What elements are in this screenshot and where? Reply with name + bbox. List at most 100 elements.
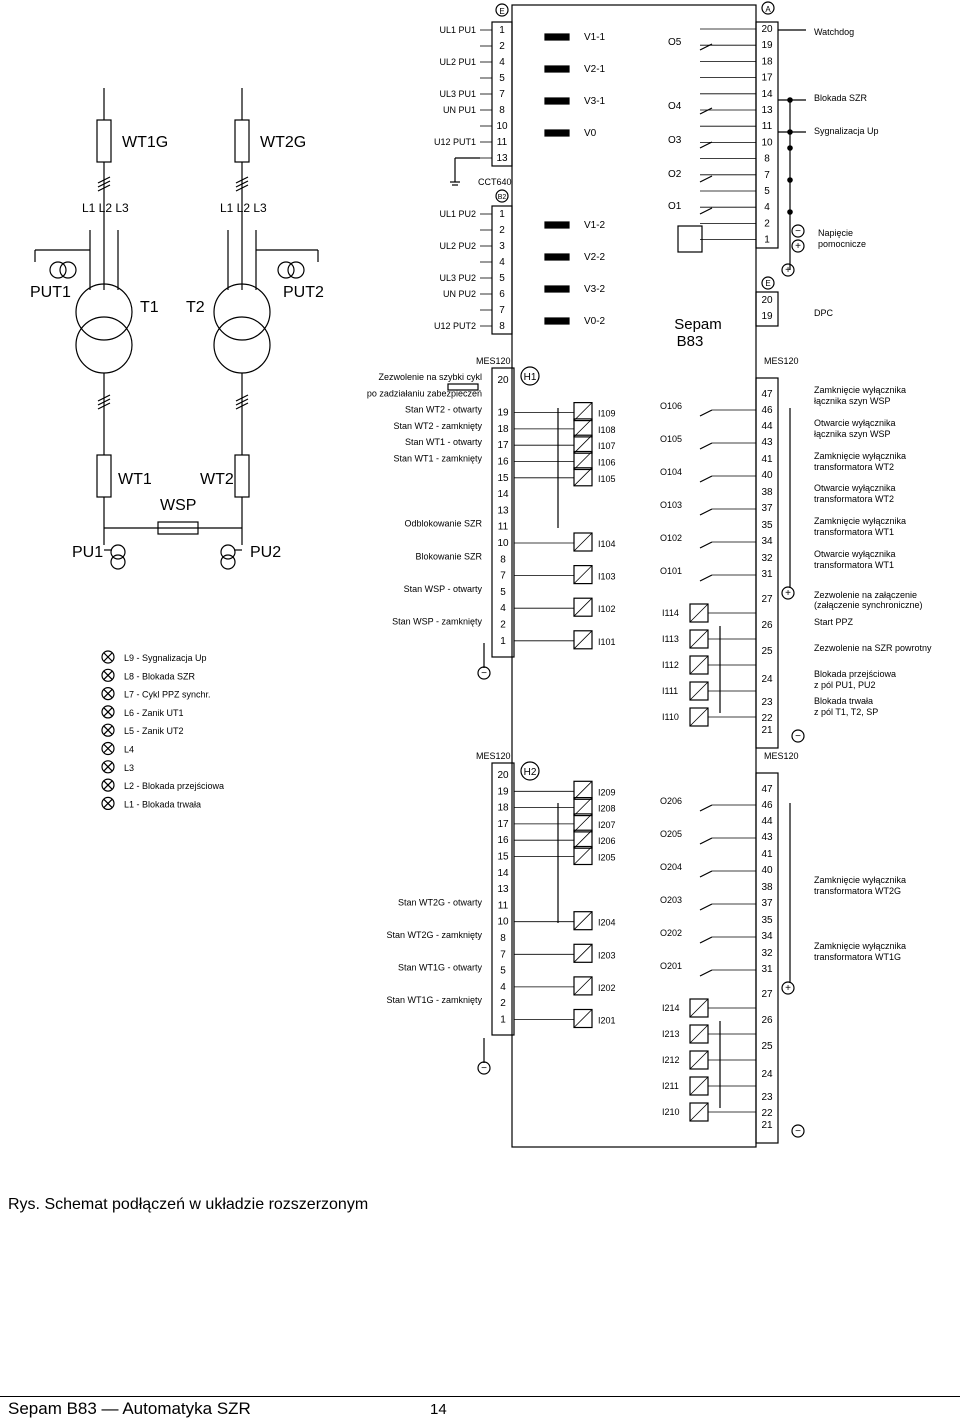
input-name: I109: [598, 409, 616, 419]
lamp-cross: [103, 798, 113, 808]
vt-channel: V1-1: [584, 32, 606, 43]
terminal-pin: 5: [500, 587, 506, 598]
transformer-t1: T1: [140, 299, 159, 316]
junction-dot: [787, 97, 793, 103]
minus-sign: −: [795, 226, 801, 237]
input-name: I213: [662, 1029, 680, 1039]
connector-e-label: E: [499, 7, 504, 16]
terminal-strip-dpc: [755, 291, 779, 327]
junction-dot: [787, 129, 793, 135]
output-desc: transformatora WT2G: [814, 886, 901, 896]
input-name: I114: [662, 608, 679, 618]
terminal-pin: 20: [761, 295, 773, 306]
input-name: I105: [598, 474, 616, 484]
lamp-label: L4: [124, 745, 134, 755]
opto-diag: [573, 944, 593, 963]
connector-b2-icon: [495, 189, 509, 203]
output-desc: transformatora WT2: [814, 494, 894, 504]
vt-channel: V3-2: [584, 284, 606, 295]
relay-contact: [699, 903, 713, 911]
terminal-pin: 19: [761, 40, 773, 51]
optocoupler: [573, 845, 593, 866]
plus-terminal: [781, 263, 795, 277]
terminal-pin: 7: [500, 571, 506, 582]
connector-a-icon: [761, 1, 775, 15]
terminal-pin: 13: [496, 153, 508, 164]
pu-label: PU2: [250, 544, 281, 561]
optocoupler: [573, 813, 593, 833]
terminal-pin: 38: [761, 487, 773, 498]
input-name: I205: [598, 853, 616, 863]
terminal-pin: 44: [761, 421, 773, 432]
breaker-box: [96, 454, 112, 498]
minus-terminal: [791, 1124, 805, 1138]
terminal-pin: 43: [761, 832, 773, 843]
opto-diag: [573, 434, 593, 454]
output-label: O203: [660, 895, 682, 905]
relay-contact: [699, 870, 713, 878]
terminal-pin: 14: [497, 868, 509, 879]
terminal-pin: 22: [761, 1108, 773, 1119]
lamp-icon: [101, 686, 115, 701]
terminal-label: UL3 PU1: [439, 89, 476, 99]
opto-diag: [689, 629, 709, 649]
terminal-pin: 4: [500, 982, 506, 993]
output-desc: Zamknięcie wyłącznika: [814, 451, 906, 461]
terminal-pin: 24: [761, 674, 773, 685]
vt-channel: V2-1: [584, 64, 606, 75]
input-name: I204: [598, 918, 616, 928]
breaker-label: WT2G: [260, 134, 306, 151]
optocoupler: [573, 829, 593, 849]
lamp-label: L1 - Blokada trwała: [124, 799, 201, 809]
transformer-t2: T2: [186, 299, 205, 316]
terminal-pin: 26: [761, 1015, 773, 1026]
plus-terminal: [791, 239, 805, 253]
terminal-pin: 17: [761, 73, 773, 84]
input-name: I207: [598, 820, 616, 830]
terminal-pin: 41: [761, 454, 773, 465]
optocoupler: [573, 467, 593, 487]
circle: [110, 554, 126, 570]
lamp-cross: [103, 762, 113, 772]
output-label: O4: [668, 101, 682, 112]
minus-sign: −: [795, 731, 801, 742]
relay-contact: [699, 574, 713, 582]
opto-diag: [689, 1050, 709, 1070]
opto-diag: [689, 998, 709, 1018]
output-label: O1: [668, 201, 682, 212]
input-name: I214: [662, 1003, 680, 1013]
relay-contact: [699, 804, 713, 812]
minus-terminal: [791, 224, 805, 238]
mes120-label: MES120: [764, 751, 799, 761]
terminal-pin: 3: [499, 241, 505, 252]
terminal-pin: 31: [761, 569, 773, 580]
lamp-label: L3: [124, 763, 134, 773]
circle: [220, 544, 236, 560]
lamp-icon: [101, 650, 115, 664]
opto-diag: [573, 781, 593, 800]
input-name: I111: [662, 686, 678, 696]
optocoupler: [573, 1008, 593, 1029]
circle: [110, 544, 126, 560]
optocoupler: [573, 780, 593, 800]
terminal-pin: 11: [498, 522, 509, 533]
terminal-label: UN PU2: [443, 289, 476, 299]
terminal-pin: 2: [500, 620, 506, 631]
opto-diag: [573, 597, 593, 617]
input-name: I113: [662, 634, 679, 644]
lamp-cross: [103, 780, 113, 790]
terminal-pin: 7: [499, 305, 505, 316]
output-desc: Zamknięcie wyłącznika: [814, 516, 906, 526]
output-label: O5: [668, 37, 682, 48]
terminal-pin: 7: [500, 949, 506, 960]
terminal-pin: 7: [499, 89, 505, 100]
output-desc: Blokada trwała: [814, 696, 873, 706]
minus-sign: −: [481, 1063, 487, 1074]
terminal-pin: 11: [498, 900, 509, 911]
lamp-label: L7 - Cykl PPZ synchr.: [124, 690, 211, 700]
device-name: Sepam: [674, 316, 722, 333]
module-icon: [520, 366, 540, 386]
circle: [220, 554, 236, 570]
terminal-pin: 46: [761, 800, 773, 811]
module-icon: [520, 761, 540, 781]
